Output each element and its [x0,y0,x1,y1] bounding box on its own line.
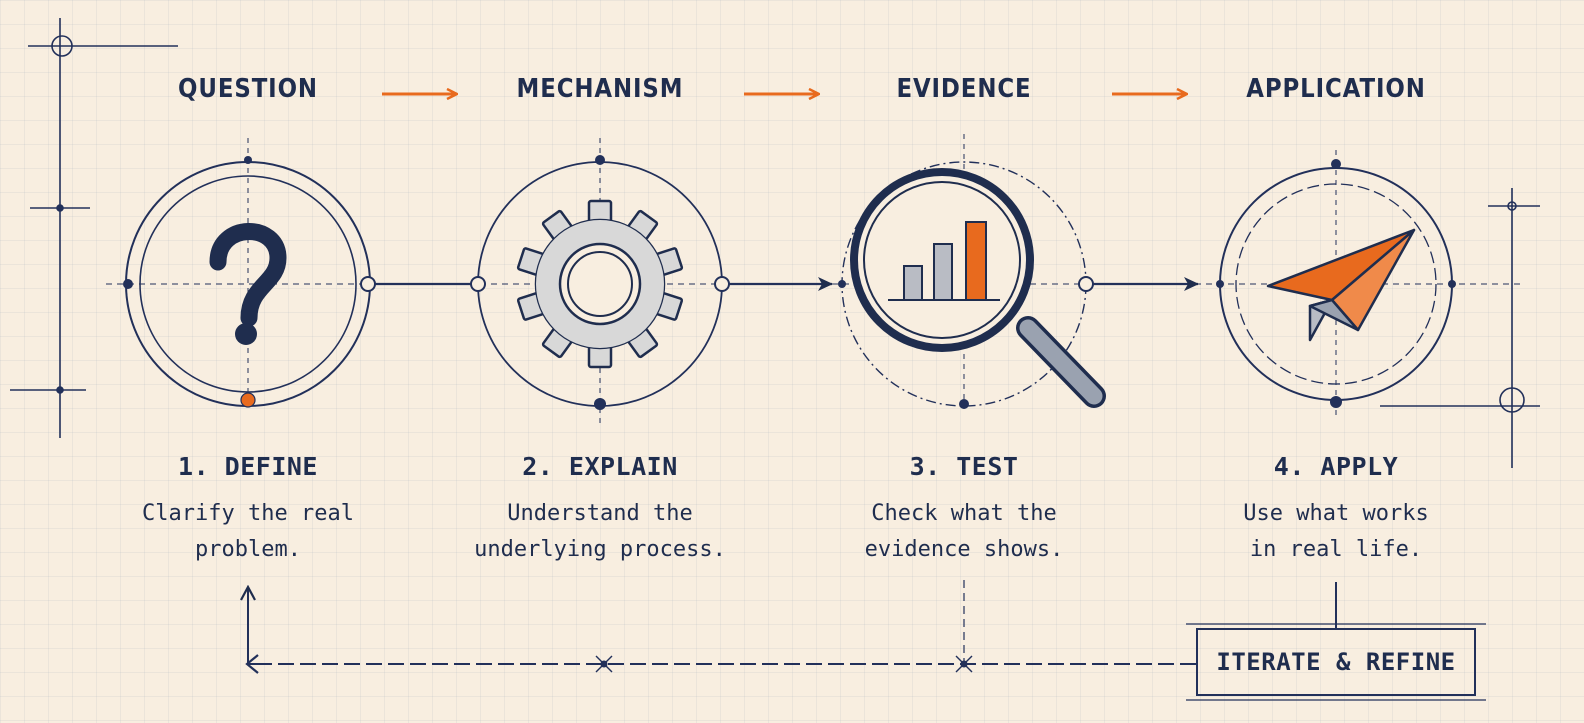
step-2-desc-line-1: Understand the [507,501,693,526]
paper-plane-icon [1266,228,1416,342]
header-question: QUESTION [178,74,318,104]
question-mark-icon [209,223,287,345]
header-application: APPLICATION [1246,74,1426,104]
step-1-description: Clarify the real problem. [88,496,408,568]
step-3-desc-line-2: evidence shows. [864,537,1064,562]
step-4-node [1216,150,1456,420]
step-1-desc-line-2: problem. [195,537,301,562]
step-4-description: Use what works in real life. [1176,496,1496,568]
header-evidence: EVIDENCE [896,74,1032,104]
step-3-title: 3. TEST [909,452,1019,481]
magnifier-chart-icon [850,168,1106,408]
step-1-desc-line-1: Clarify the real [142,501,354,526]
iterate-refine-box: ITERATE & REFINE [1196,628,1476,696]
step-3-description: Check what the evidence shows. [804,496,1124,568]
left-construction-lines [10,18,178,438]
step-2-title: 2. EXPLAIN [522,452,678,481]
step-2-description: Understand the underlying process. [440,496,760,568]
step-3-node [838,134,1106,412]
gear-icon [516,199,684,369]
step-2-desc-line-2: underlying process. [474,537,726,562]
step-2-node [470,138,730,424]
loop-back-arrow-icon [247,580,1486,701]
right-construction-lines [1380,188,1540,468]
step-1-node [123,138,376,408]
step-4-title: 4. APPLY [1273,452,1399,481]
iterate-refine-label: ITERATE & REFINE [1216,648,1456,676]
step-4-desc-line-2: in real life. [1249,537,1423,562]
header-mechanism: MECHANISM [516,74,684,104]
step-1-title: 1. DEFINE [178,452,318,481]
step-3-desc-line-1: Check what the [871,501,1057,526]
step-4-desc-line-1: Use what works [1243,501,1429,526]
